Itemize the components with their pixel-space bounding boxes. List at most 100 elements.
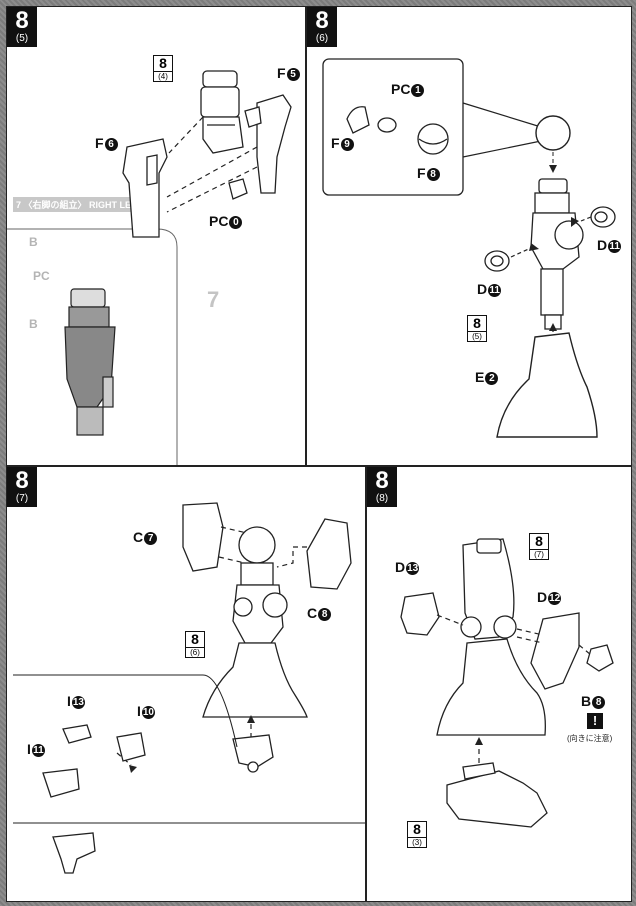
part-number: 1 (411, 84, 425, 97)
reference-step-box: 8 (6) (185, 631, 205, 658)
part-letter: PC (209, 213, 229, 229)
reference-step-sub: (5) (468, 331, 486, 341)
reference-step-number: 8 (535, 533, 543, 549)
part-f5 (244, 94, 292, 194)
assembly-guide-lines (436, 614, 592, 763)
part-letter: I (137, 703, 141, 719)
part-letter: I (27, 741, 31, 757)
part-number: 6 (104, 138, 118, 151)
part-number: 7 (144, 532, 158, 545)
part-letter: F (417, 165, 426, 181)
step-badge: 8 (7) (7, 467, 37, 507)
step-substep: (7) (15, 493, 29, 504)
reference-step-number: 8 (473, 315, 481, 331)
reference-step-box: 8 (5) (467, 315, 487, 342)
part-letter: F (95, 135, 104, 151)
ghost-section-title: 7 〈右脚の組立〉 RIGHT LEG (13, 197, 142, 212)
part-number: 13 (71, 696, 85, 709)
assembly-guide-lines (510, 216, 592, 367)
part-d12 (530, 612, 580, 690)
step-badge: 8 (6) (307, 7, 337, 47)
assembly-illustration (400, 538, 614, 828)
reference-step-box: 8 (4) (153, 55, 173, 82)
lower-leg-assembly (436, 538, 546, 736)
inset-parts (346, 106, 449, 155)
step-panel-8-8: 8 (8) (366, 466, 632, 902)
leg-assembly (202, 526, 308, 718)
step-badge: 8 (8) (367, 467, 397, 507)
part-number: 11 (488, 284, 502, 297)
leg-frame (530, 178, 584, 330)
warning-icon: ! (587, 713, 603, 729)
part-number: 8 (426, 168, 440, 181)
step-panel-8-7: 8 (7) (6, 466, 366, 902)
reference-leg-gray (64, 288, 116, 436)
part-number: 11 (608, 240, 622, 253)
reference-step-number: 8 (191, 631, 199, 647)
warning-note: (向きに注意) (567, 734, 613, 743)
ghost-step-number: 7 (207, 287, 220, 312)
part-c8 (306, 518, 352, 590)
ball-joint (535, 115, 571, 151)
part-number: 12 (548, 592, 562, 605)
step-panel-8-6: 8 (6) (306, 6, 632, 466)
part-number: 5 (286, 68, 300, 81)
reference-step-box-top: 8 (7) (529, 533, 549, 560)
part-number: 8 (592, 696, 606, 709)
part-letter: F (331, 135, 340, 151)
part-letter: PC (391, 81, 411, 97)
step-badge: 8 (5) (7, 7, 37, 47)
part-number: 9 (340, 138, 354, 151)
part-letter: D (395, 559, 406, 575)
reference-step-box-bottom: 8 (3) (407, 821, 427, 848)
part-letter: F (277, 65, 286, 81)
step-number: 8 (15, 7, 29, 34)
ghost-label: PC (33, 269, 50, 283)
ghost-label: B (29, 317, 38, 331)
step-substep: (8) (375, 493, 389, 504)
part-pc0 (228, 178, 248, 200)
part-c7 (182, 502, 224, 572)
foot-joint-part (232, 734, 274, 773)
assembly-illustration (7, 70, 292, 465)
part-letter: E (475, 369, 485, 385)
foot-part (446, 762, 548, 828)
part-letter: D (477, 281, 488, 297)
part-d11-rings (484, 206, 616, 272)
part-letter: C (307, 605, 318, 621)
reference-step-sub: (7) (530, 549, 548, 559)
part-e2 (496, 332, 598, 438)
step-panel-8-5: 8 (5) 7 〈右脚の組立〉 RIGHT LEG B PC B 7 (6, 6, 306, 466)
part-number: 10 (141, 706, 155, 719)
part-number: 2 (485, 372, 499, 385)
ghost-section-title-text: 7 〈右脚の組立〉 (16, 200, 87, 210)
part-letter: I (67, 693, 71, 709)
step-number: 8 (315, 7, 329, 34)
part-letter: B (581, 693, 592, 709)
part-letter: D (597, 237, 608, 253)
part-b8 (586, 644, 614, 672)
upper-leg-part (200, 70, 244, 154)
reference-step-number: 8 (413, 821, 421, 837)
reference-step-number: 8 (159, 55, 167, 71)
i-parts (42, 724, 146, 874)
part-f6 (122, 138, 168, 238)
step-substep: (5) (15, 33, 29, 44)
part-letter: C (133, 529, 144, 545)
